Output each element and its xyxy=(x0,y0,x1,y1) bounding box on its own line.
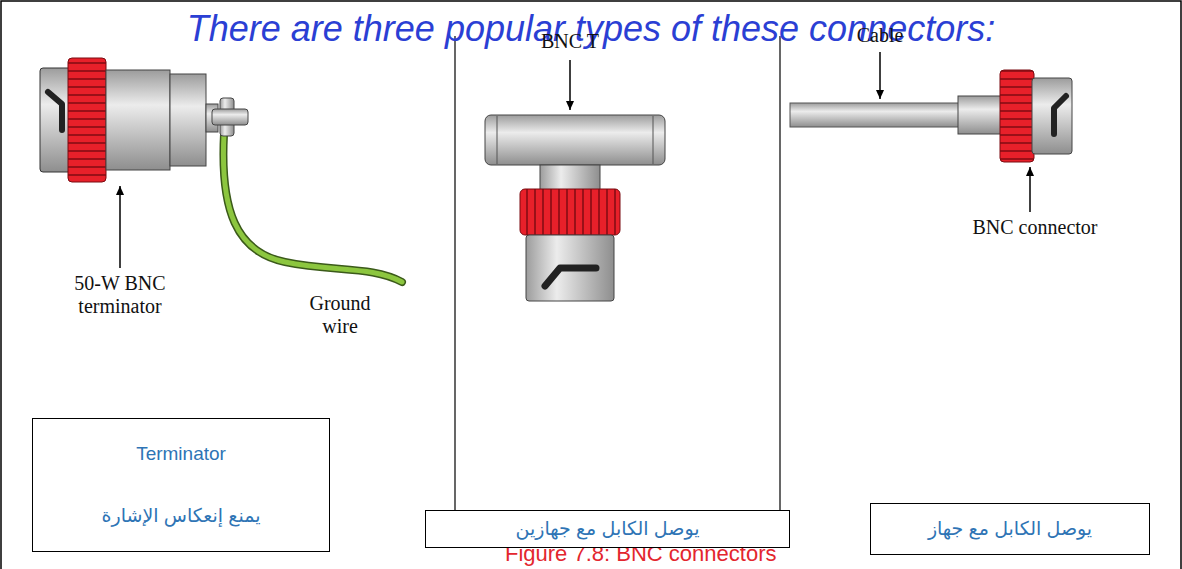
terminator-symbol xyxy=(40,58,402,282)
terminator-symbol xyxy=(223,134,402,282)
part-label: BNC T xyxy=(520,30,620,53)
leader-arrow xyxy=(1029,167,1031,212)
terminator-symbol xyxy=(40,68,72,172)
bnc-connector-symbol xyxy=(1054,96,1066,134)
bnc-t-symbol xyxy=(526,235,614,301)
leader-arrow xyxy=(879,52,881,99)
bnc-connector-symbol xyxy=(790,103,960,127)
panel-divider xyxy=(454,36,455,536)
terminator-symbol xyxy=(223,134,402,282)
bnc-t-symbol xyxy=(497,116,498,164)
note-text: Terminator xyxy=(136,442,226,466)
note-box: Terminator يمنع إنعكاس الإشارة xyxy=(32,418,330,552)
panel-divider xyxy=(779,36,780,536)
leader-arrow xyxy=(119,186,121,268)
part-label: BNC connector xyxy=(955,216,1115,239)
note-text: يمنع إنعكاس الإشارة xyxy=(102,504,261,528)
bnc-t-symbol xyxy=(485,60,665,301)
bnc-connector-symbol xyxy=(790,52,1072,212)
bnc-connector-symbol xyxy=(958,96,1002,134)
bnc-t-symbol xyxy=(485,115,665,165)
bnc-t-symbol xyxy=(653,116,654,164)
part-label: Ground wire xyxy=(300,292,380,338)
bnc-t-symbol xyxy=(545,268,596,286)
terminator-symbol xyxy=(106,70,170,170)
bnc-connector-symbol xyxy=(1032,78,1072,154)
note-text: يوصل الكابل مع جهازين xyxy=(516,517,700,541)
terminator-symbol xyxy=(212,109,248,125)
note-text: يوصل الكابل مع جهاز xyxy=(928,517,1092,541)
terminator-symbol xyxy=(68,58,106,182)
terminator-symbol xyxy=(170,74,206,166)
part-label: Cable xyxy=(830,24,930,47)
part-label: 50-W BNC terminator xyxy=(45,272,195,318)
leader-arrow xyxy=(569,60,571,110)
bnc-t-symbol xyxy=(540,165,600,191)
bnc-connector-symbol xyxy=(1000,70,1034,162)
note-box: يوصل الكابل مع جهاز xyxy=(870,503,1150,555)
bnc-t-symbol xyxy=(520,189,620,235)
terminator-symbol xyxy=(48,92,62,130)
note-box: يوصل الكابل مع جهازين xyxy=(425,510,790,548)
